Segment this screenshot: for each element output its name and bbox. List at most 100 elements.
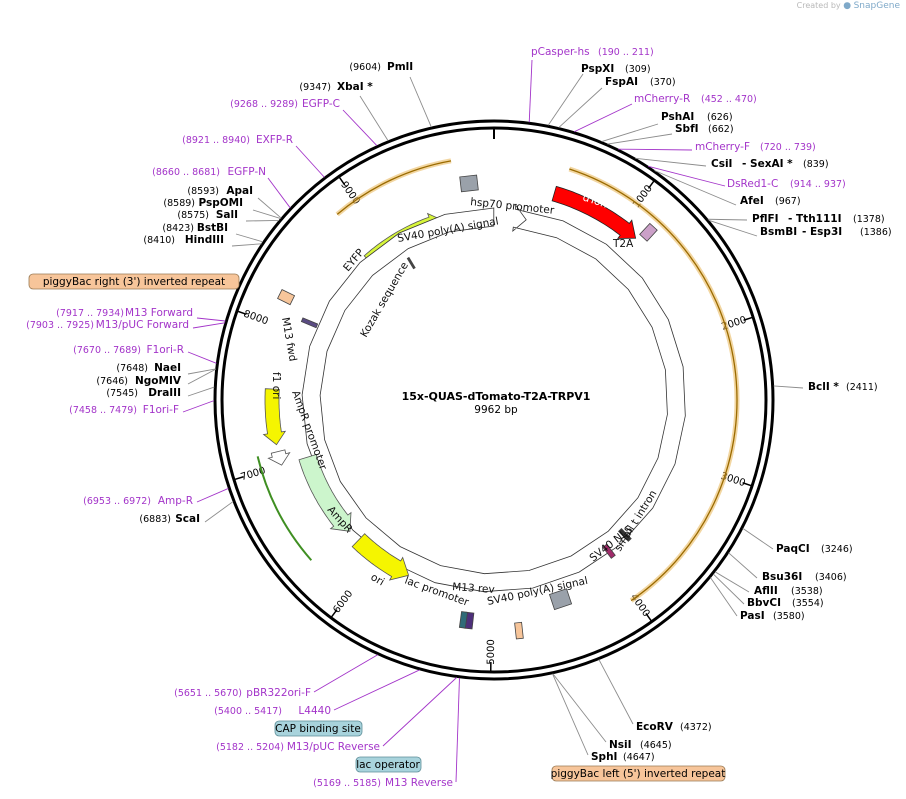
leader-line <box>552 673 589 756</box>
m13-fwd-marker <box>300 317 319 329</box>
site-name-pasi: PasI <box>740 610 765 622</box>
lac-operator-label: lac operator <box>356 759 420 771</box>
ampr-arrow <box>298 453 352 532</box>
leader-line <box>196 488 229 503</box>
leader-line <box>528 59 533 123</box>
cap-site-marker <box>458 611 468 629</box>
primer-range-pbr322ori-f: (5651 .. 5670) <box>174 688 242 699</box>
primer-range-m13puc-reverse: (5182 .. 5204) <box>216 742 284 753</box>
leader-line <box>187 368 216 375</box>
primer-range-pcasper-hs: (190 .. 211) <box>598 47 654 58</box>
primer-range-egfp-n: (8660 .. 8681) <box>152 167 220 178</box>
site-pos-afei: (967) <box>775 196 801 207</box>
small-t-intron-marker <box>618 527 632 542</box>
site-name-naei: NaeI <box>154 362 181 374</box>
primer-name-m13-forward: M13 Forward <box>125 307 193 319</box>
feature-label-t2a: T2A <box>612 238 634 250</box>
leader-line <box>773 385 804 389</box>
site-name-ecorv: EcoRV <box>636 721 674 733</box>
leader-line <box>598 659 634 725</box>
green-arc-ampr <box>256 456 313 561</box>
leader-line <box>648 165 726 187</box>
plasmid-name: 15x-QUAS-dTomato-T2A-TRPV1 <box>402 390 591 403</box>
tick-label: 5000 <box>486 639 497 665</box>
leader-line <box>359 95 389 142</box>
primer-name-m13puc-reverse: M13/pUC Reverse <box>287 741 380 753</box>
site-name-nsii: NsiI <box>609 739 632 751</box>
site-labels-right: PspXI (309) FspAI (370) PshAI (626) SbfI… <box>581 63 892 763</box>
site-pos-ecorv: (4372) <box>680 722 712 733</box>
primer-range-m13-forward: (7917 .. 7934) <box>56 308 124 319</box>
leader-line <box>607 133 673 145</box>
leader-line <box>714 571 750 593</box>
leader-line <box>245 220 280 222</box>
leader-line <box>601 123 659 142</box>
leader-line <box>231 243 262 247</box>
site-name-sexai: - SexAI * <box>742 158 793 170</box>
primer-name-mcherry-f: mCherry-F <box>695 141 750 153</box>
tick-mark <box>743 316 754 321</box>
piggybac-right-label: piggyBac right (3') inverted repeat <box>43 276 225 288</box>
feature-label-m13-rev: M13 rev <box>452 581 495 596</box>
leader-line <box>267 177 291 209</box>
site-name-pflfi: PflFI <box>752 213 779 225</box>
site-name-csii: CsiI <box>711 158 732 170</box>
site-pos-pshai: (626) <box>707 112 733 123</box>
plasmid-length: 9962 bp <box>474 404 518 416</box>
snapgene-credit: Created by ● SnapGene <box>797 1 900 11</box>
primer-range-mcherry-r: (452 .. 470) <box>701 94 757 105</box>
primer-name-f1ori-r: F1ori-R <box>147 344 184 356</box>
site-pos-pspomi-name: PspOMI <box>198 197 243 209</box>
tick-mark <box>236 310 247 315</box>
tick-label: 8000 <box>242 309 270 328</box>
leader-line <box>728 552 758 579</box>
leader-line <box>654 170 737 206</box>
site-name-bsu36i: Bsu36I <box>762 571 802 583</box>
feature-label-ori: ori <box>369 571 387 588</box>
tan-arc-left <box>335 158 452 217</box>
site-pos-aflii: (3538) <box>791 586 823 597</box>
leader-line <box>333 669 420 711</box>
site-name-sphi: SphI <box>591 751 617 763</box>
piggybac-left-label: piggyBac left (5') inverted repeat <box>551 768 726 780</box>
leader-line <box>455 677 460 783</box>
site-pos-sphi: (4647) <box>623 752 655 763</box>
site-name-draiii: DraIII <box>148 387 181 399</box>
primer-name-mcherry-r: mCherry-R <box>634 93 690 105</box>
primer-name-m13-reverse: M13 Reverse <box>385 777 453 789</box>
site-pos-paqci: (3246) <box>821 544 853 555</box>
leader-line <box>187 386 215 397</box>
site-pos-sali: (8575) <box>177 210 209 221</box>
site-pos-hindiii: (8410) <box>143 235 175 246</box>
primer-range-dsred1-c: (914 .. 937) <box>790 179 846 190</box>
primer-range-exfp-r: (8921 .. 8940) <box>182 135 250 146</box>
site-pos-scai: (6883) <box>139 514 171 525</box>
leader-line <box>547 73 584 126</box>
site-name-pmli: PmlI <box>387 61 413 73</box>
leader-line <box>235 233 264 243</box>
cap-binding-site-box <box>274 720 363 737</box>
site-pos-bcli: (2411) <box>846 382 878 393</box>
site-pos-xbai: (9347) <box>299 82 331 93</box>
leader-line <box>257 197 282 219</box>
credit-brand: SnapGene <box>853 1 900 11</box>
kozak-marker <box>406 256 416 270</box>
leader-line <box>742 528 774 550</box>
tan-arc-right-core <box>569 168 738 602</box>
leader-line <box>618 148 693 151</box>
leader-line <box>707 218 748 221</box>
tan-arc-left-core <box>336 160 452 215</box>
site-name-bstbi: BstBI <box>197 222 228 234</box>
f1-ori-arrow <box>262 388 287 446</box>
tick-label: 6000 <box>331 589 355 616</box>
site-pos-bsu36i: (3406) <box>815 572 847 583</box>
ori-arrow <box>351 533 410 581</box>
site-pos-apai: (8593) <box>187 186 219 197</box>
site-pos-ngomiv: (7646) <box>96 376 128 387</box>
site-name-afei: AfeI <box>740 195 764 207</box>
feature-arcs <box>256 158 740 603</box>
site-pos-pspomi: (8589) <box>163 198 195 209</box>
leader-line <box>187 368 216 385</box>
site-name-esp3i: - Esp3I <box>802 226 842 238</box>
